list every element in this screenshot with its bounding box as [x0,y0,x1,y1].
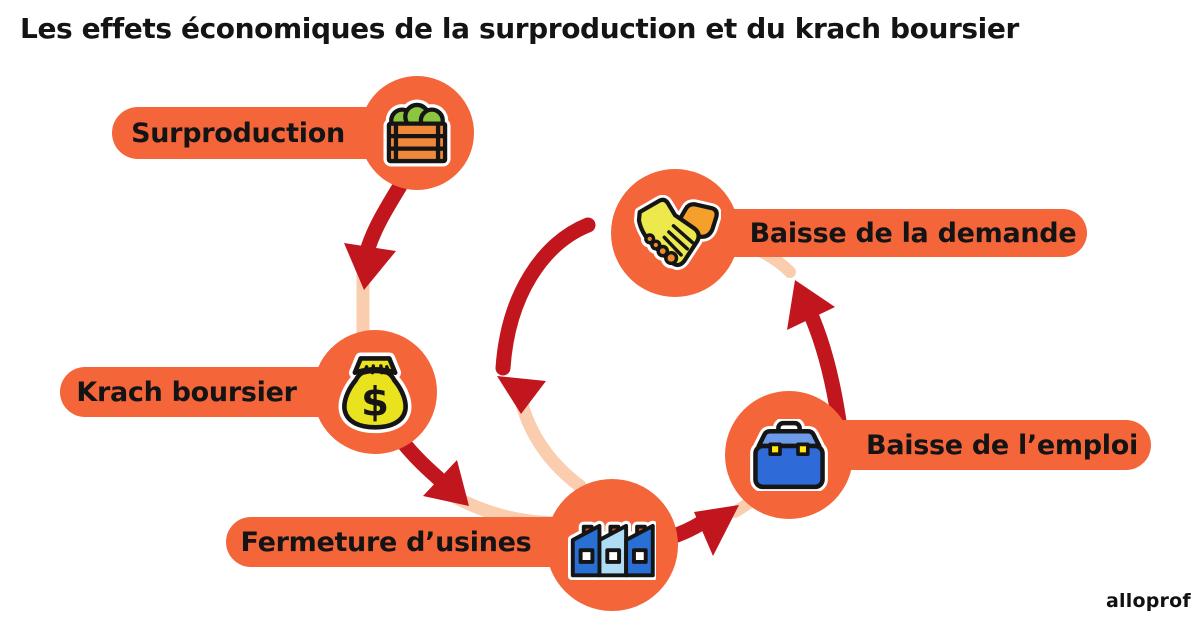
dollar-sign: $ [361,379,389,426]
produce-crate-icon [383,99,451,167]
arrow-emploi-to-demande [787,280,848,436]
node-circle: $ [313,330,437,454]
icon-art [570,523,655,577]
arrow-krach-to-fermeture [391,429,469,506]
page-title: Les effets économiques de la surproducti… [20,12,1019,45]
handshake-icon [633,194,721,270]
icon-art [636,197,719,267]
icon-art [386,102,448,164]
node-circle [546,479,678,611]
node-label: Baisse de l’emploi [866,429,1138,461]
arrow-surproduction-to-krach [344,178,408,290]
arrow-demande-to-fermeture [495,217,596,414]
arrow-fermeture-to-emploi [660,505,739,556]
icon-art [753,420,825,490]
node-label: Fermeture d’usines [240,526,532,558]
icon-art [342,356,408,430]
node-label: Baisse de la demande [749,217,1077,249]
alloprof-logo: alloprof [1106,590,1191,612]
factory-icon [568,520,656,580]
node-circle [360,76,474,190]
node-circle [611,169,739,297]
node-circle [725,391,853,519]
money-bag-icon: $ [338,352,412,434]
node-label: Krach boursier [76,376,297,408]
briefcase-icon [750,419,828,491]
node-pill: Baisse de la demande [675,209,1087,257]
node-label: Surproduction [131,117,345,149]
